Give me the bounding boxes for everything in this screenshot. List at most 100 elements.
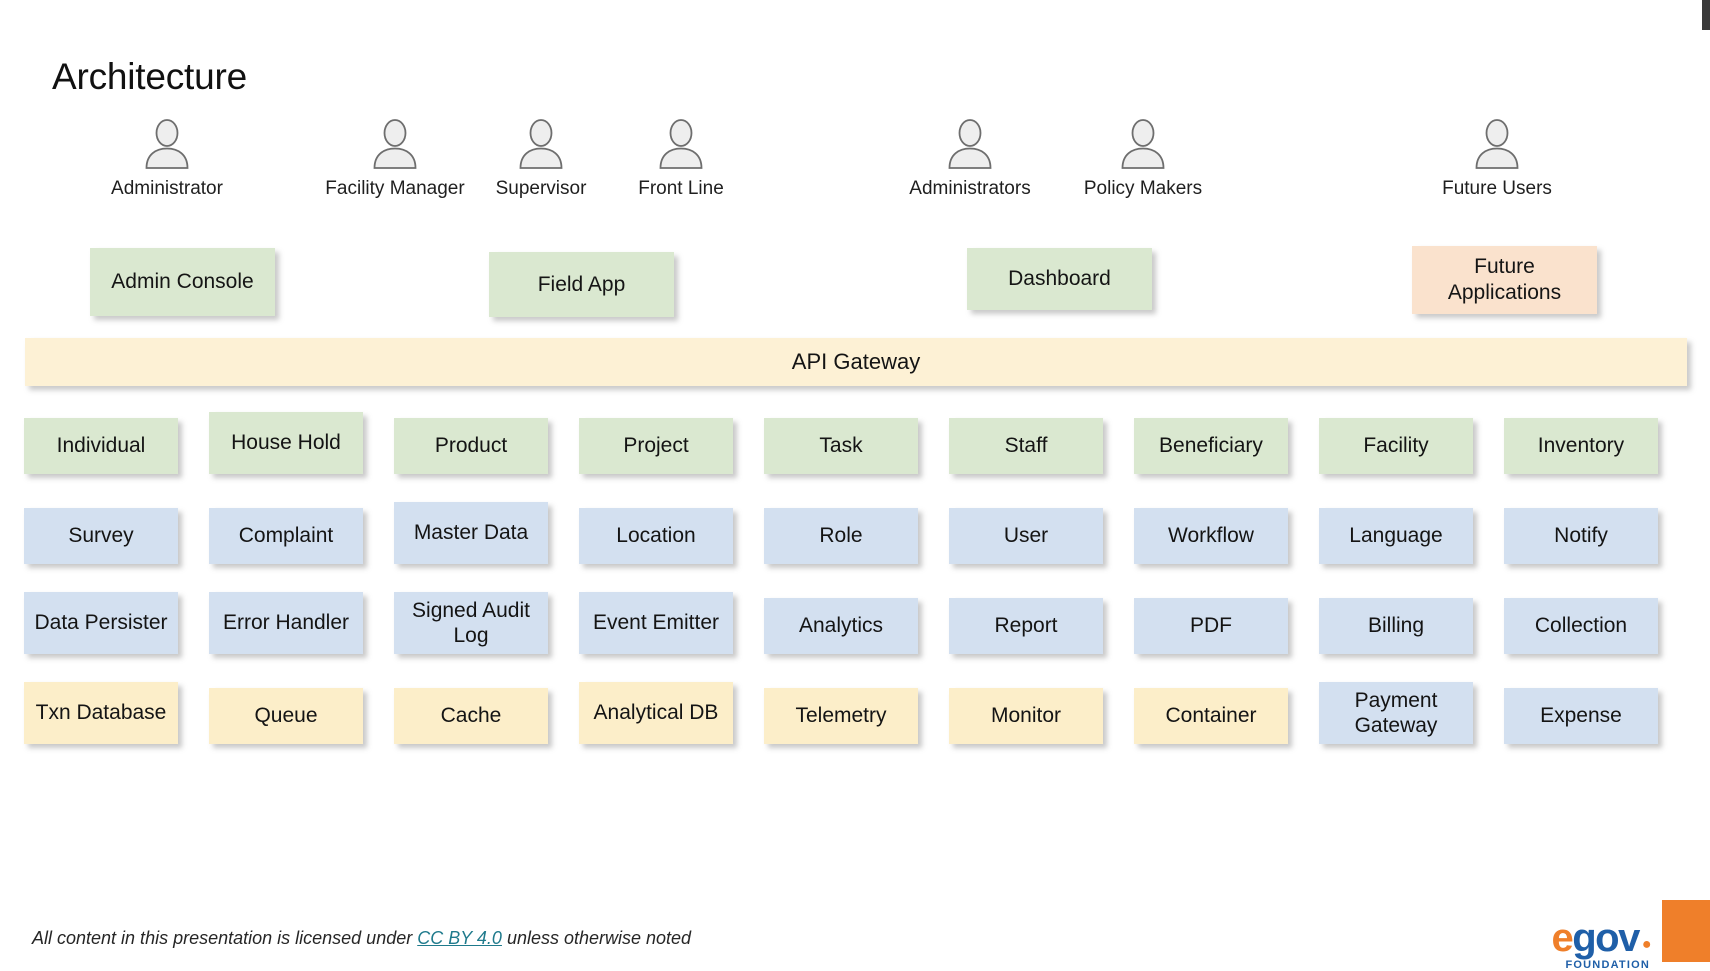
service-box-label: Report [994,614,1058,638]
service-box-label: Language [1349,524,1443,548]
platform-row: Data Persister Error Handler Signed Audit … [24,588,1688,670]
service-box-location[interactable]: Location [579,508,733,564]
app-box-label: Admin Console [111,270,254,294]
service-box-role[interactable]: Role [764,508,918,564]
app-box-admin-console[interactable]: Admin Console [90,248,275,316]
service-box-label: Payment Gateway [1354,688,1438,737]
service-box-label: Queue [254,704,318,728]
persona-supervisor: Supervisor [446,118,636,200]
service-box-language[interactable]: Language [1319,508,1473,564]
user-icon [145,119,189,169]
service-box-task[interactable]: Task [764,418,918,474]
app-box-label: Future Applications [1447,255,1562,304]
service-box-label: Analytical DB [593,701,719,725]
service-box-collection[interactable]: Collection [1504,598,1658,654]
service-box-label: Data Persister [34,611,168,635]
service-box-label: Telemetry [795,704,887,728]
service-box-monitor[interactable]: Monitor [949,688,1103,744]
persona-facility-manager: Facility Manager [300,118,490,200]
service-box-survey[interactable]: Survey [24,508,178,564]
service-box-label: PDF [1190,614,1232,638]
service-box-workflow[interactable]: Workflow [1134,508,1288,564]
service-box-complaint[interactable]: Complaint [209,508,363,564]
license-suffix: unless otherwise noted [501,928,692,948]
service-box-label: Location [616,524,696,548]
service-box-report[interactable]: Report [949,598,1103,654]
service-box-master-data[interactable]: Master Data [394,502,548,564]
service-box-label: Cache [440,704,502,728]
persona-administrator: Administrator [72,118,262,200]
service-box-product[interactable]: Product [394,418,548,474]
service-box-individual[interactable]: Individual [24,418,178,474]
service-box-error-handler[interactable]: Error Handler [209,592,363,654]
logo-wordmark: e gov ● FOUNDATION [1551,916,1651,971]
service-box-label: Beneficiary [1159,434,1263,458]
service-box-billing[interactable]: Billing [1319,598,1473,654]
registries-row: Individual House Hold Product Project Task St… [24,408,1688,490]
service-box-pdf[interactable]: PDF [1134,598,1288,654]
api-gateway-bar[interactable]: API Gateway [25,338,1687,386]
service-box-container[interactable]: Container [1134,688,1288,744]
services-row: Survey Complaint Master Data Location Role Us… [24,498,1688,580]
service-box-label: Signed Audit Log [412,598,530,647]
app-box-field-app[interactable]: Field App [489,252,674,317]
service-box-user[interactable]: User [949,508,1103,564]
cc-by-link[interactable]: CC BY 4.0 [417,928,502,948]
service-box-event-emitter[interactable]: Event Emitter [579,592,733,654]
service-box-facility[interactable]: Facility [1319,418,1473,474]
egov-foundation-logo: e gov ● FOUNDATION [1551,892,1710,971]
persona-label: Administrator [111,178,223,199]
service-box-payment-gateway[interactable]: Payment Gateway [1319,682,1473,744]
service-box-label: Event Emitter [592,611,720,635]
persona-administrators: Administrators [875,118,1065,200]
service-box-label: Product [434,434,508,458]
services-grid: Individual House Hold Product Project Task St… [24,408,1688,768]
user-icon [948,119,992,169]
service-box-analytics[interactable]: Analytics [764,598,918,654]
service-box-label: Role [819,524,863,548]
top-right-accent-strip [1702,0,1710,30]
service-box-label: User [1003,524,1049,548]
service-box-signed-audit-log[interactable]: Signed Audit Log [394,592,548,654]
service-box-inventory[interactable]: Inventory [1504,418,1658,474]
service-box-label: Survey [68,524,134,548]
user-icon [659,119,703,169]
service-box-telemetry[interactable]: Telemetry [764,688,918,744]
user-icon [519,119,563,169]
service-box-label: Expense [1540,704,1622,728]
service-box-label: Container [1165,704,1257,728]
service-box-beneficiary[interactable]: Beneficiary [1134,418,1288,474]
persona-label: Future Users [1442,178,1552,199]
service-box-project[interactable]: Project [579,418,733,474]
service-box-label: Monitor [990,704,1062,728]
service-box-notify[interactable]: Notify [1504,508,1658,564]
logo-subtitle: FOUNDATION [1565,959,1650,971]
service-box-queue[interactable]: Queue [209,688,363,744]
user-icon [373,119,417,169]
service-box-label: Master Data [413,521,529,545]
persona-policy-makers: Policy Makers [1048,118,1238,200]
page-title: Architecture [52,56,248,97]
service-box-staff[interactable]: Staff [949,418,1103,474]
logo-letter-e: e [1551,916,1573,960]
service-box-label: Complaint [238,524,334,548]
service-box-label: Billing [1367,614,1425,638]
service-box-house-hold[interactable]: House Hold [209,412,363,474]
persona-label: Front Line [638,178,724,199]
persona-label: Administrators [909,178,1031,199]
service-box-label: Txn Database [35,701,167,725]
service-box-cache[interactable]: Cache [394,688,548,744]
service-box-expense[interactable]: Expense [1504,688,1658,744]
app-box-dashboard[interactable]: Dashboard [967,248,1152,310]
service-box-txn-database[interactable]: Txn Database [24,682,178,744]
service-box-analytical-db[interactable]: Analytical DB [579,682,733,744]
infrastructure-row: Txn Database Queue Cache Analytical DB Telem… [24,678,1688,760]
service-box-data-persister[interactable]: Data Persister [24,592,178,654]
service-box-label: Facility [1363,434,1429,458]
persona-future-users: Future Users [1402,118,1592,200]
license-footer: All content in this presentation is lice… [32,928,691,949]
service-box-label: Individual [56,434,146,458]
service-box-label: Workflow [1168,524,1254,548]
service-box-label: Staff [1004,434,1048,458]
app-box-future-applications[interactable]: Future Applications [1412,246,1597,314]
